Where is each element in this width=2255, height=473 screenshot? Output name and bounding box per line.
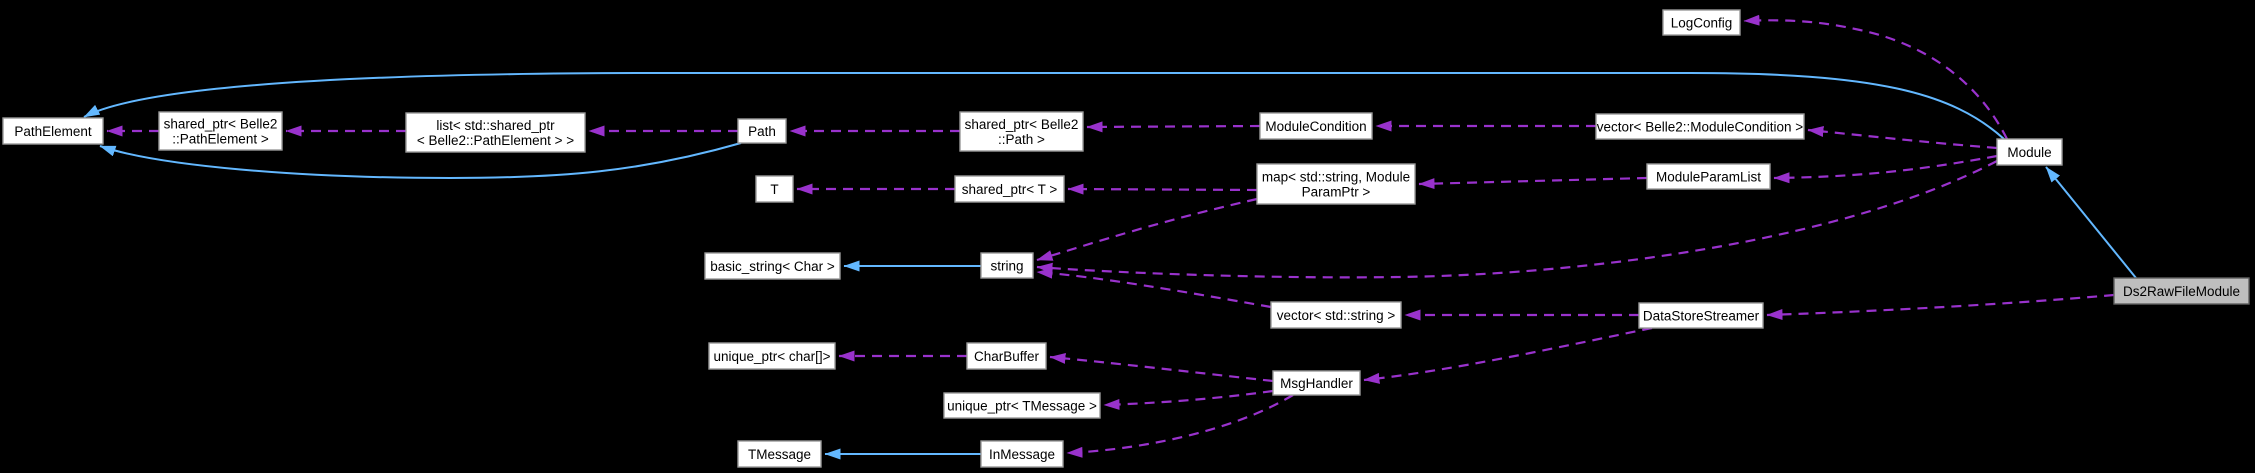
node-list-shared-ptr-path-element[interactable]: list< std::shared_ptr< Belle2::PathEleme… — [405, 112, 586, 153]
node-box-unique-ptr-char — [708, 342, 836, 370]
node-box-list-shared-ptr-path-element — [405, 112, 586, 153]
node-string[interactable]: string — [980, 252, 1034, 279]
node-label-in-message: InMessage — [989, 447, 1055, 462]
edge-module-condition-to-shared-ptr-path — [1086, 121, 1261, 133]
node-box-ds2-raw-file-module — [2113, 277, 2250, 305]
node-label-path-element: PathElement — [14, 124, 92, 139]
node-module[interactable]: Module — [1996, 138, 2063, 166]
node-unique-ptr-tmessage[interactable]: unique_ptr< TMessage > — [943, 392, 1101, 419]
node-label-msg-handler: MsgHandler — [1280, 376, 1353, 391]
node-msg-handler[interactable]: MsgHandler — [1272, 370, 1361, 396]
node-box-vector-std-string — [1270, 301, 1402, 329]
node-box-shared-ptr-path — [959, 111, 1084, 152]
node-label-shared-ptr-path-element: shared_ptr< Belle2::PathElement > — [164, 116, 278, 146]
node-box-data-store-streamer — [1638, 302, 1764, 329]
node-path-element[interactable]: PathElement — [2, 117, 104, 145]
node-ds2-raw-file-module: Ds2RawFileModule — [2113, 277, 2250, 305]
edge-module-to-module-param-list — [1773, 154, 1998, 184]
node-box-map-module-param-ptr — [1256, 163, 1416, 205]
edge-data-store-streamer-to-msg-handler — [1363, 326, 1653, 384]
node-shared-ptr-path[interactable]: shared_ptr< Belle2::Path > — [959, 111, 1084, 152]
node-box-vector-module-condition — [1595, 113, 1805, 140]
node-module-param-list[interactable]: ModuleParamList — [1646, 163, 1771, 190]
node-shared-ptr-path-element[interactable]: shared_ptr< Belle2::PathElement > — [158, 111, 283, 151]
node-label-path: Path — [748, 124, 776, 139]
edge-module-to-string — [1036, 160, 1998, 279]
node-box-module-param-list — [1646, 163, 1771, 190]
edge-map-module-param-ptr-to-string — [1036, 197, 1258, 262]
node-label-string: string — [990, 258, 1023, 273]
node-label-basic-string-char: basic_string< Char > — [710, 259, 835, 274]
node-box-log-config — [1662, 9, 1741, 36]
node-label-shared-ptr-path: shared_ptr< Belle2::Path > — [965, 117, 1079, 147]
node-tmessage[interactable]: TMessage — [737, 440, 822, 468]
edge-path-to-path-element — [99, 142, 742, 180]
node-char-buffer[interactable]: CharBuffer — [966, 342, 1047, 370]
edge-vector-std-string-to-string — [1036, 267, 1272, 309]
node-label-ds2-raw-file-module: Ds2RawFileModule — [2123, 284, 2240, 299]
edge-msg-handler-to-char-buffer — [1049, 352, 1274, 383]
edge-ds2-raw-file-module-to-module — [2045, 166, 2137, 279]
node-t[interactable]: T — [755, 175, 794, 203]
node-label-vector-std-string: vector< std::string > — [1277, 308, 1396, 323]
node-box-path — [737, 118, 787, 144]
edge-map-module-param-ptr-to-shared-ptr-t — [1067, 183, 1258, 195]
node-path[interactable]: Path — [737, 118, 787, 144]
node-data-store-streamer[interactable]: DataStoreStreamer — [1638, 302, 1764, 329]
node-label-log-config: LogConfig — [1671, 15, 1733, 30]
edge-msg-handler-to-in-message — [1066, 394, 1294, 458]
node-label-unique-ptr-char: unique_ptr< char[]> — [713, 349, 830, 364]
node-box-module-condition — [1259, 112, 1373, 140]
edge-module-to-vector-module-condition — [1807, 126, 1998, 150]
node-label-t: T — [770, 182, 778, 197]
edge-module-to-path-element — [83, 72, 2005, 140]
node-box-basic-string-char — [704, 252, 841, 280]
node-shared-ptr-t[interactable]: shared_ptr< T > — [954, 175, 1065, 203]
node-label-data-store-streamer: DataStoreStreamer — [1643, 308, 1760, 323]
node-box-module — [1996, 138, 2063, 166]
node-label-vector-module-condition: vector< Belle2::ModuleCondition > — [1597, 119, 1803, 134]
node-box-t — [755, 175, 794, 203]
node-label-shared-ptr-t: shared_ptr< T > — [962, 182, 1058, 197]
node-label-list-shared-ptr-path-element: list< std::shared_ptr< Belle2::PathEleme… — [417, 118, 574, 148]
edge-ds2-raw-file-module-to-data-store-streamer — [1766, 293, 2115, 320]
node-in-message[interactable]: InMessage — [980, 440, 1064, 468]
edge-module-param-list-to-map-module-param-ptr — [1418, 176, 1648, 190]
node-box-shared-ptr-path-element — [158, 111, 283, 151]
node-label-module-param-list: ModuleParamList — [1656, 169, 1761, 184]
node-label-module: Module — [2007, 145, 2051, 160]
node-box-char-buffer — [966, 342, 1047, 370]
edge-msg-handler-to-unique-ptr-tmessage — [1103, 389, 1274, 410]
node-label-unique-ptr-tmessage: unique_ptr< TMessage > — [947, 398, 1097, 413]
node-box-path-element — [2, 117, 104, 145]
node-box-string — [980, 252, 1034, 279]
node-vector-module-condition[interactable]: vector< Belle2::ModuleCondition > — [1595, 113, 1805, 140]
node-box-msg-handler — [1272, 370, 1361, 396]
node-box-shared-ptr-t — [954, 175, 1065, 203]
node-box-tmessage — [737, 440, 822, 468]
node-label-module-condition: ModuleCondition — [1265, 119, 1366, 134]
node-module-condition[interactable]: ModuleCondition — [1259, 112, 1373, 140]
node-vector-std-string[interactable]: vector< std::string > — [1270, 301, 1402, 329]
node-box-in-message — [980, 440, 1064, 468]
node-label-tmessage: TMessage — [748, 447, 811, 462]
node-box-unique-ptr-tmessage — [943, 392, 1101, 419]
node-label-char-buffer: CharBuffer — [974, 349, 1040, 364]
node-basic-string-char[interactable]: basic_string< Char > — [704, 252, 841, 280]
node-unique-ptr-char[interactable]: unique_ptr< char[]> — [708, 342, 836, 370]
node-log-config[interactable]: LogConfig — [1662, 9, 1741, 36]
